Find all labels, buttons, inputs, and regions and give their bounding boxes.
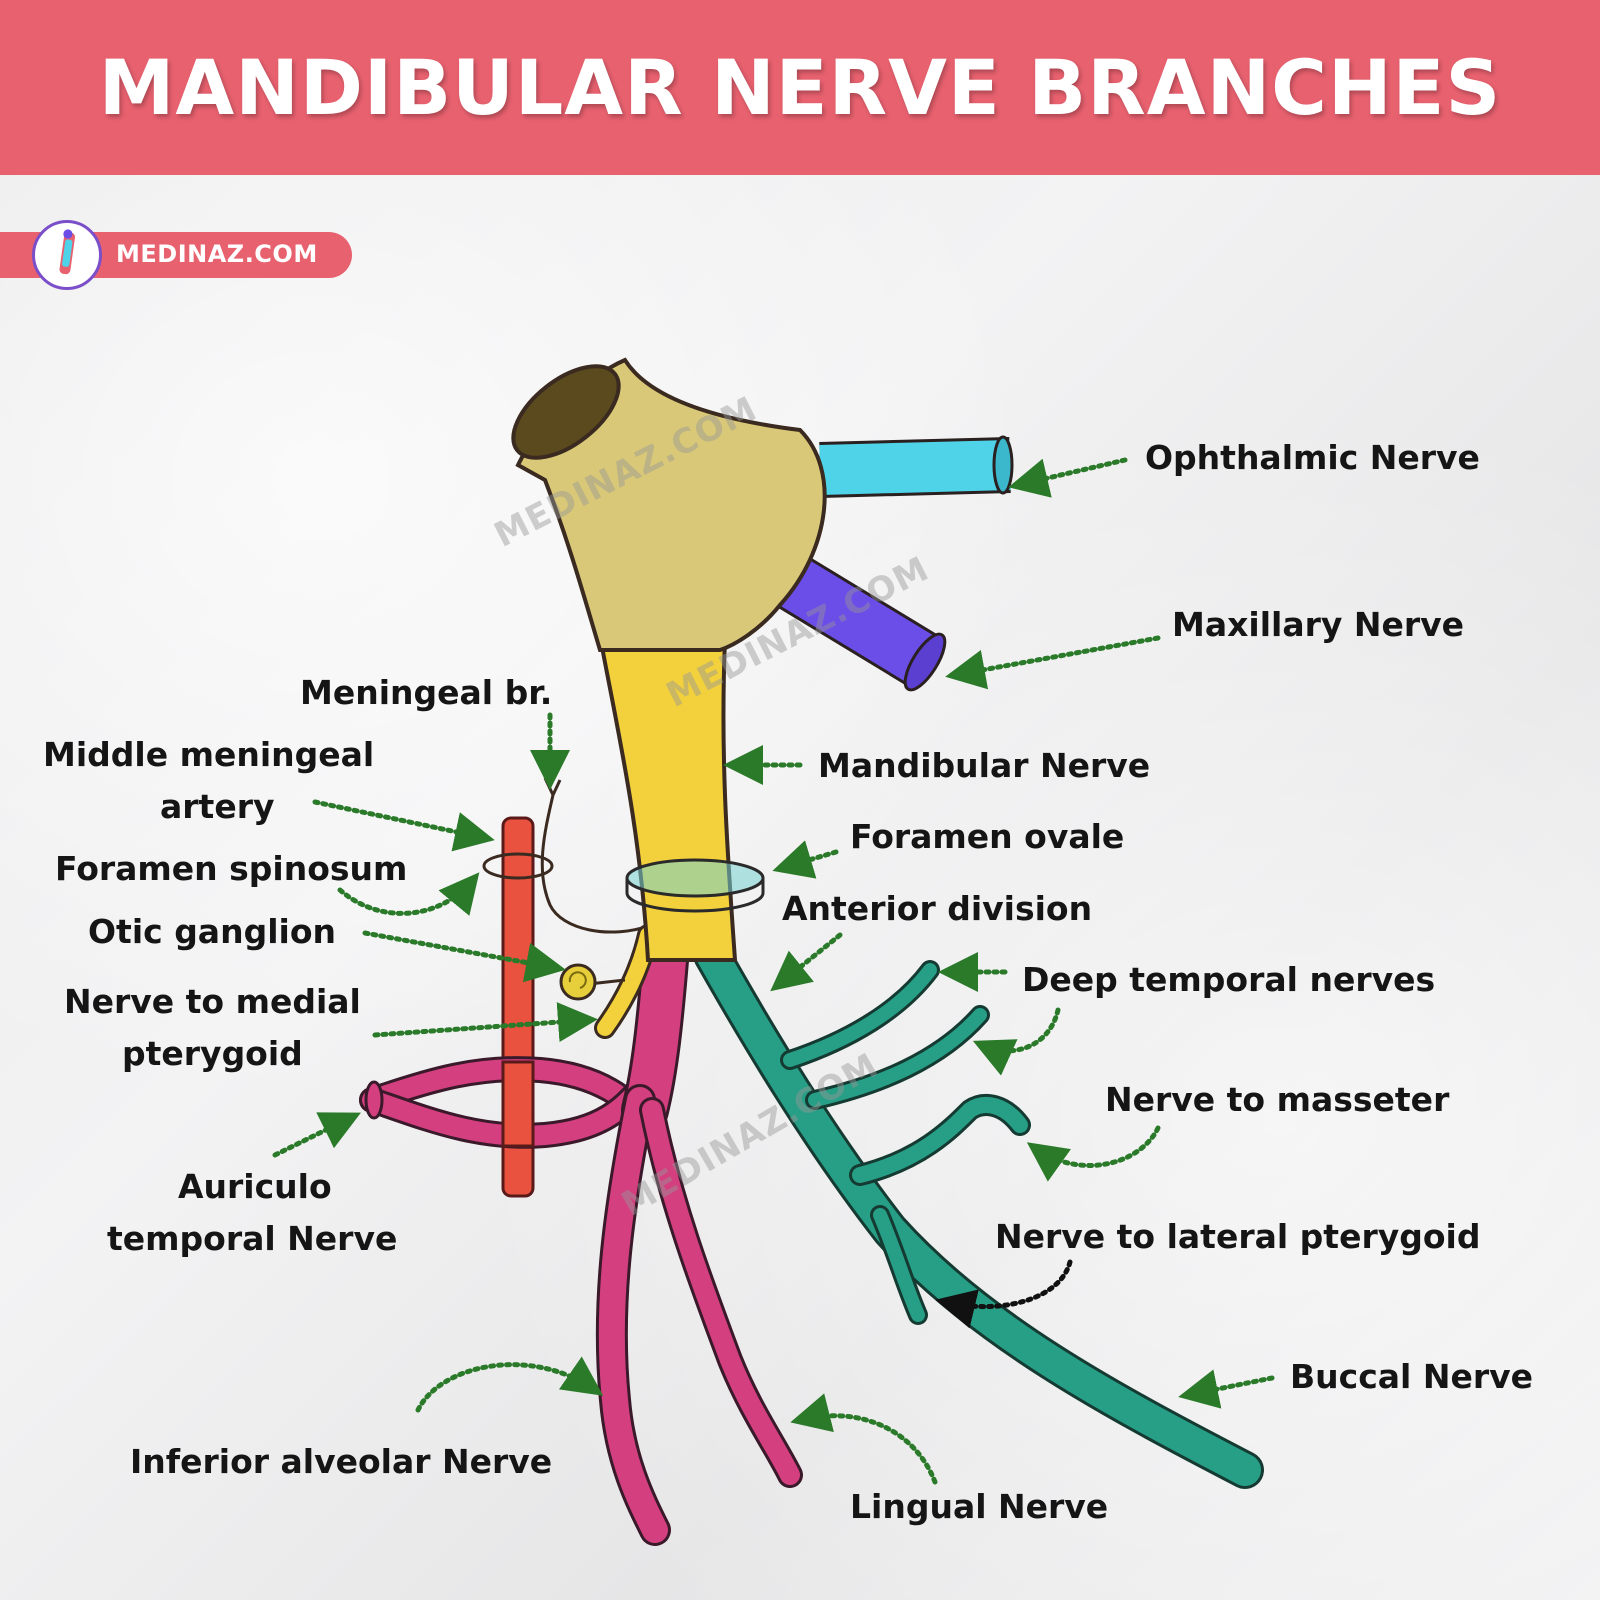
ganglion-cut-end: [511, 364, 621, 460]
anterior-division: [693, 936, 1264, 1489]
foramen-spinosum: [482, 852, 554, 880]
label-maxillary-nerve: Maxillary Nerve: [1172, 605, 1465, 644]
meningeal-branch: [540, 794, 653, 934]
pointer-arrows: [272, 457, 1275, 1485]
arrow-ophthalmic: [1008, 457, 1128, 498]
label-nerve-to-masseter: Nerve to masseter: [1105, 1080, 1450, 1119]
trigeminal-ganglion: [515, 357, 827, 652]
arrow-masseter: [1026, 1125, 1161, 1182]
arrow-lingual: [790, 1393, 938, 1485]
label-foramen-ovale: Foramen ovale: [850, 817, 1125, 856]
label-auriculotemporal-1: Auriculo: [178, 1167, 332, 1206]
arrow-medial-pterygoid: [372, 1002, 598, 1043]
arrow-maxillary: [945, 635, 1161, 690]
arrow-middle-meningeal: [312, 799, 495, 852]
arrow-otic-ganglion: [362, 930, 566, 983]
label-inferior-alveolar-nerve: Inferior alveolar Nerve: [130, 1442, 553, 1481]
label-foramen-spinosum: Foramen spinosum: [55, 849, 408, 888]
label-medial-pterygoid-2: pterygoid: [122, 1034, 303, 1073]
label-ophthalmic-nerve: Ophthalmic Nerve: [1145, 438, 1480, 477]
label-middle-meningeal-2: artery: [160, 787, 275, 826]
otic-ganglion: [559, 963, 597, 1001]
brand-name: MEDINAZ.COM: [116, 240, 318, 268]
arrow-buccal: [1178, 1369, 1275, 1409]
arrow-anterior-division: [770, 932, 843, 992]
label-medial-pterygoid-1: Nerve to medial: [64, 982, 361, 1021]
label-middle-meningeal-1: Middle meningeal: [43, 735, 375, 774]
label-deep-temporal-nerves: Deep temporal nerves: [1022, 960, 1436, 999]
label-otic-ganglion: Otic ganglion: [88, 912, 336, 951]
title-banner: MANDIBULAR NERVE BRANCHES: [0, 0, 1600, 175]
label-lingual-nerve: Lingual Nerve: [850, 1487, 1109, 1526]
arrow-foramen-spinosum: [337, 872, 480, 916]
label-buccal-nerve: Buccal Nerve: [1290, 1357, 1534, 1396]
label-meningeal-branch: Meningeal br.: [300, 673, 553, 712]
foramen-ovale: [625, 858, 765, 898]
label-auriculotemporal-2: temporal Nerve: [107, 1219, 398, 1258]
arrow-lateral-pterygoid: [935, 1259, 1073, 1329]
arrow-deep-temporal-2: [972, 1007, 1061, 1076]
label-anterior-division: Anterior division: [782, 889, 1093, 928]
brand-logo-icon: [32, 220, 102, 290]
label-mandibular-nerve: Mandibular Nerve: [818, 746, 1151, 785]
arrow-auriculotemporal: [272, 1112, 361, 1158]
arrow-inferior-alveolar: [415, 1356, 604, 1413]
arrow-foramen-ovale: [772, 840, 839, 879]
label-nerve-to-lateral-pterygoid: Nerve to lateral pterygoid: [995, 1217, 1481, 1256]
page-title: MANDIBULAR NERVE BRANCHES: [98, 43, 1502, 132]
